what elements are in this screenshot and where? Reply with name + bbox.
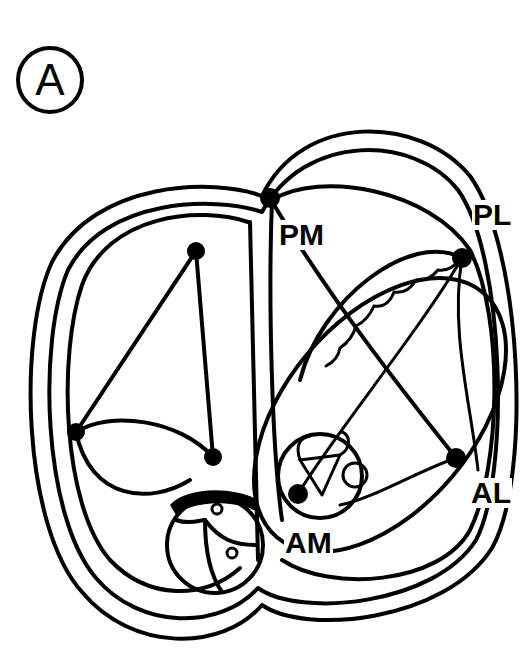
muscle-label: AM [284, 528, 333, 558]
panel-circle: A [16, 46, 84, 114]
muscle-label: PL [472, 200, 512, 230]
muscle-label: PM [278, 220, 325, 250]
panel-letter: A [35, 58, 64, 102]
muscle-label: AL [470, 478, 512, 508]
